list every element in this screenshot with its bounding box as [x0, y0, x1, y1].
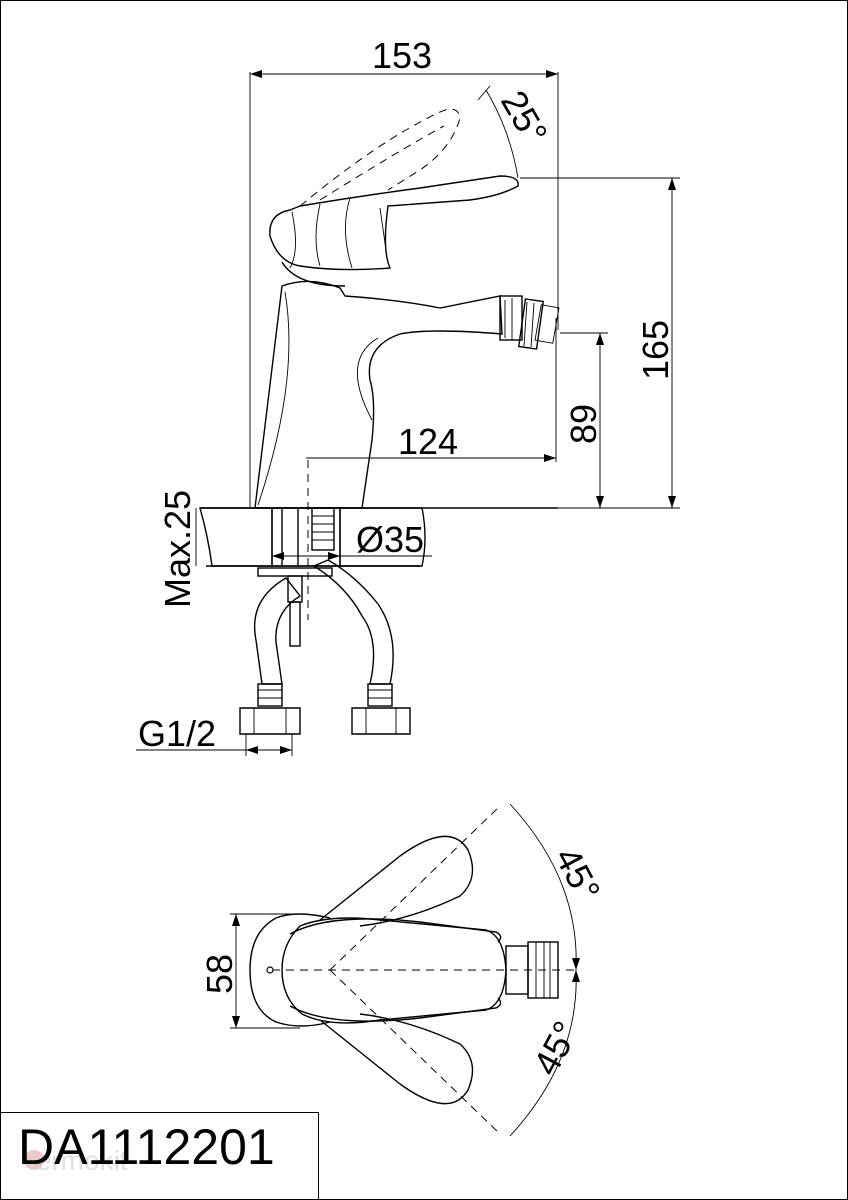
dim-top-width-label: 58 [199, 954, 240, 994]
title-block [0, 1112, 319, 1199]
dim-hole-diameter-label: Ø35 [356, 519, 424, 560]
dim-max-thickness-label: Max.25 [157, 490, 198, 608]
faucet-side-view [254, 108, 560, 509]
dim-spout-reach-label: 124 [398, 421, 458, 462]
dim-spout-reach: 124 [306, 318, 557, 462]
model-code: DA1112201 [18, 1119, 275, 1175]
dim-spout-height-label: 89 [563, 404, 604, 444]
watermark: termokit [28, 1145, 128, 1176]
dim-handle-angle: 25° [477, 84, 556, 179]
dim-overall-height: 165 [360, 177, 680, 509]
dim-top-angle-upper-label: 45° [547, 841, 609, 908]
dim-overall-width: 153 [249, 35, 559, 508]
dim-spout-height: 89 [560, 332, 608, 508]
dim-top-angle-lower-label: 45° [525, 1014, 587, 1081]
dim-overall-width-label: 153 [372, 35, 432, 76]
faucet-top-view: 58 45° 45° [199, 803, 609, 1137]
supply-hoses: G1/2 [136, 559, 411, 756]
dim-thread-label: G1/2 [138, 713, 216, 754]
dim-handle-angle-label: 25° [493, 84, 556, 152]
mounting-section: Max.25 Ø35 [157, 460, 558, 647]
dim-overall-height-label: 165 [635, 320, 676, 380]
watermark-logo-icon [24, 1150, 44, 1170]
